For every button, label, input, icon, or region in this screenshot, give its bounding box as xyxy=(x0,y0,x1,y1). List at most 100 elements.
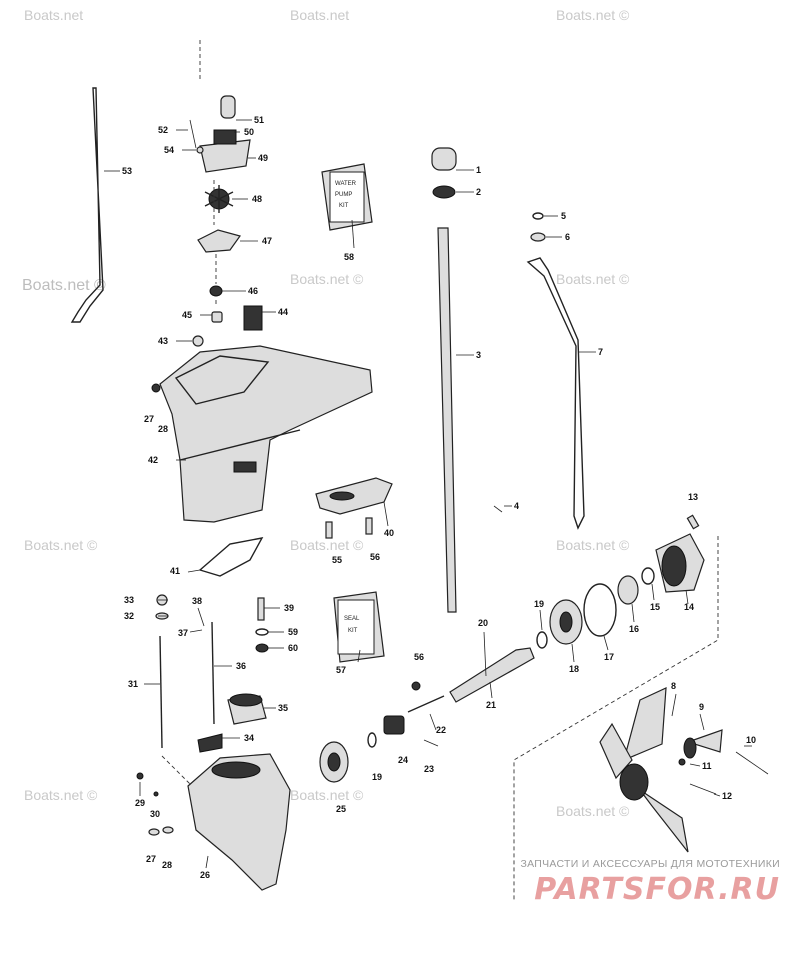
screw-30 xyxy=(153,791,159,797)
seal-kit: SEAL KIT xyxy=(333,591,385,663)
bracket-44 xyxy=(243,305,263,331)
pin-4 xyxy=(493,505,503,513)
callout-31: 31 xyxy=(128,679,138,689)
washer-19 xyxy=(367,732,377,748)
housing-decal xyxy=(233,461,257,473)
callout-16: 16 xyxy=(629,624,639,634)
callout-15: 15 xyxy=(650,602,660,612)
screw-56b xyxy=(411,681,421,691)
callout-45: 45 xyxy=(182,310,192,320)
pump-housing xyxy=(199,139,251,173)
watermark: Boats.net © xyxy=(290,271,364,287)
callout-41: 41 xyxy=(170,566,180,576)
screw-56 xyxy=(365,517,373,535)
watermark: Boats.net © xyxy=(556,7,630,23)
water-pump-kit: WATER PUMP KIT xyxy=(321,163,373,231)
gearcase-opening xyxy=(211,761,261,779)
shift-rod xyxy=(70,87,104,323)
callout-56: 56 xyxy=(414,652,424,662)
callout-27: 27 xyxy=(144,414,154,424)
grommet-45 xyxy=(211,311,223,323)
housing-band xyxy=(179,429,301,461)
callout-39: 39 xyxy=(284,603,294,613)
pin-23 xyxy=(423,739,439,747)
screw-29 xyxy=(136,772,144,780)
propeller-8 xyxy=(599,687,689,853)
callout-48: 48 xyxy=(252,194,262,204)
callout-4: 4 xyxy=(514,501,519,511)
callout-1: 1 xyxy=(476,165,481,175)
watermark: Boats.net © xyxy=(22,277,106,294)
watermark: Boats.net xyxy=(290,7,349,23)
housing-detail xyxy=(174,355,270,405)
bushing-1 xyxy=(431,147,457,171)
callout-49: 49 xyxy=(258,153,268,163)
assembly-line xyxy=(199,40,217,306)
impeller xyxy=(204,185,234,213)
gear-35 xyxy=(227,693,267,725)
pin-12 xyxy=(689,783,717,795)
callout-26: 26 xyxy=(200,870,210,880)
callout-60: 60 xyxy=(288,643,298,653)
pin-22 xyxy=(407,695,445,713)
screw-27 xyxy=(151,383,161,393)
screw-55 xyxy=(325,521,333,539)
o-ring-17 xyxy=(583,583,617,637)
gasket-41 xyxy=(198,537,264,577)
callout-5: 5 xyxy=(561,211,566,221)
callout-29: 29 xyxy=(135,798,145,808)
nut-43 xyxy=(192,335,204,347)
callout-52: 52 xyxy=(158,125,168,135)
water-pump-kit-label: WATER xyxy=(335,181,357,187)
callout-2: 2 xyxy=(476,187,481,197)
nut-60 xyxy=(255,643,269,653)
callout-21: 21 xyxy=(486,700,496,710)
seal-46 xyxy=(209,285,223,297)
callout-42: 42 xyxy=(148,455,158,465)
callout-43: 43 xyxy=(158,336,168,346)
part-34 xyxy=(197,733,223,753)
callout-20: 20 xyxy=(478,618,488,628)
pump-insert xyxy=(213,129,237,145)
callout-labels: 1 2 3 4 5 6 7 8 9 10 11 12 13 14 15 16 1… xyxy=(122,115,756,880)
callout-38: 38 xyxy=(192,596,202,606)
callout-57: 57 xyxy=(336,665,346,675)
prop-nut-9 xyxy=(686,729,723,753)
watermark-layer: Boats.net Boats.net Boats.net © Boats.ne… xyxy=(22,7,630,819)
watermark: Boats.net © xyxy=(556,271,630,287)
callout-22: 22 xyxy=(436,725,446,735)
pump-bolt xyxy=(189,119,197,149)
parts-artwork: WATER PUMP KIT SEAL KIT xyxy=(70,40,769,900)
propeller-shaft xyxy=(449,647,535,703)
watermark: Boats.net © xyxy=(290,537,364,553)
callout-47: 47 xyxy=(262,236,272,246)
pump-screw xyxy=(196,146,204,154)
prop-nut-face xyxy=(683,737,697,759)
water-pump-kit-label: PUMP xyxy=(335,192,352,198)
gear-25 xyxy=(319,741,349,783)
drive-shaft xyxy=(437,227,457,613)
callout-33: 33 xyxy=(124,595,134,605)
callout-46: 46 xyxy=(248,286,258,296)
callout-44: 44 xyxy=(278,307,288,317)
pump-tube xyxy=(220,95,236,119)
callout-13: 13 xyxy=(688,492,698,502)
cotter-pin-10 xyxy=(735,751,769,775)
callout-18: 18 xyxy=(569,664,579,674)
watermark: Boats.net © xyxy=(24,787,98,803)
callout-24: 24 xyxy=(398,755,408,765)
shift-rod-7 xyxy=(526,257,585,530)
callout-34: 34 xyxy=(244,733,254,743)
ring-5 xyxy=(532,212,544,220)
callout-36: 36 xyxy=(236,661,246,671)
callout-59: 59 xyxy=(288,627,298,637)
gear-18 xyxy=(549,599,583,645)
ring-59 xyxy=(255,628,269,636)
seal-kit-label: SEAL xyxy=(344,616,360,622)
watermark: Boats.net © xyxy=(556,537,630,553)
assembly-line xyxy=(161,755,191,785)
callout-40: 40 xyxy=(384,528,394,538)
callout-37: 37 xyxy=(178,628,188,638)
callout-55: 55 xyxy=(332,555,342,565)
washer-27b xyxy=(148,828,160,836)
